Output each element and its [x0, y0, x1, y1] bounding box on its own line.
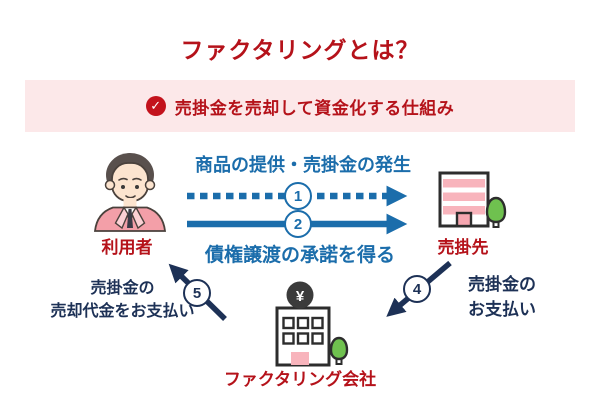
bank-building-icon: ¥	[275, 281, 349, 367]
flow2-label: 債権譲渡の承諾を得る	[204, 245, 395, 266]
building-icon	[438, 171, 507, 228]
step-badge-1: 1	[284, 182, 312, 210]
flow4-label-line2: お支払い	[468, 300, 536, 319]
step-badge-5: 5	[183, 279, 211, 307]
flow5-label-line2: 売却代金をお支払い	[50, 303, 195, 320]
page-title: ファクタリングとは？	[180, 37, 420, 63]
factoring-flow-diagram: ¥ 1 2 4 5 商品の提供・売掛金の発生 債権譲渡の承諾を得る 売掛金の お…	[0, 130, 600, 400]
flow4-label: 売掛金の お支払い	[468, 272, 536, 322]
actor-label-customer: 売掛先	[437, 238, 489, 257]
flow1-label: 商品の提供・売掛金の発生	[195, 155, 411, 175]
subtitle-text: 売掛金を売却して資金化する仕組み	[174, 98, 455, 118]
diagram-graphics: ¥	[93, 153, 507, 367]
flow4-label-line1: 売掛金の	[468, 275, 536, 294]
flow5-label-line1: 売掛金の	[90, 280, 155, 297]
tree-icon	[329, 336, 349, 365]
yen-badge: ¥	[286, 281, 314, 309]
check-icon: ✓	[145, 96, 166, 116]
subtitle-banner: ✓ 売掛金を売却して資金化する仕組み	[25, 80, 575, 132]
svg-text:¥: ¥	[296, 288, 305, 305]
tree-icon	[485, 196, 507, 228]
actor-label-factoring: ファクタリング会社	[223, 370, 377, 389]
actor-label-user: 利用者	[101, 238, 153, 257]
step-badge-2: 2	[284, 210, 312, 238]
step-badge-4: 4	[403, 275, 431, 303]
person-icon	[93, 153, 167, 232]
flow5-label: 売掛金の 売却代金をお支払い	[40, 277, 205, 323]
